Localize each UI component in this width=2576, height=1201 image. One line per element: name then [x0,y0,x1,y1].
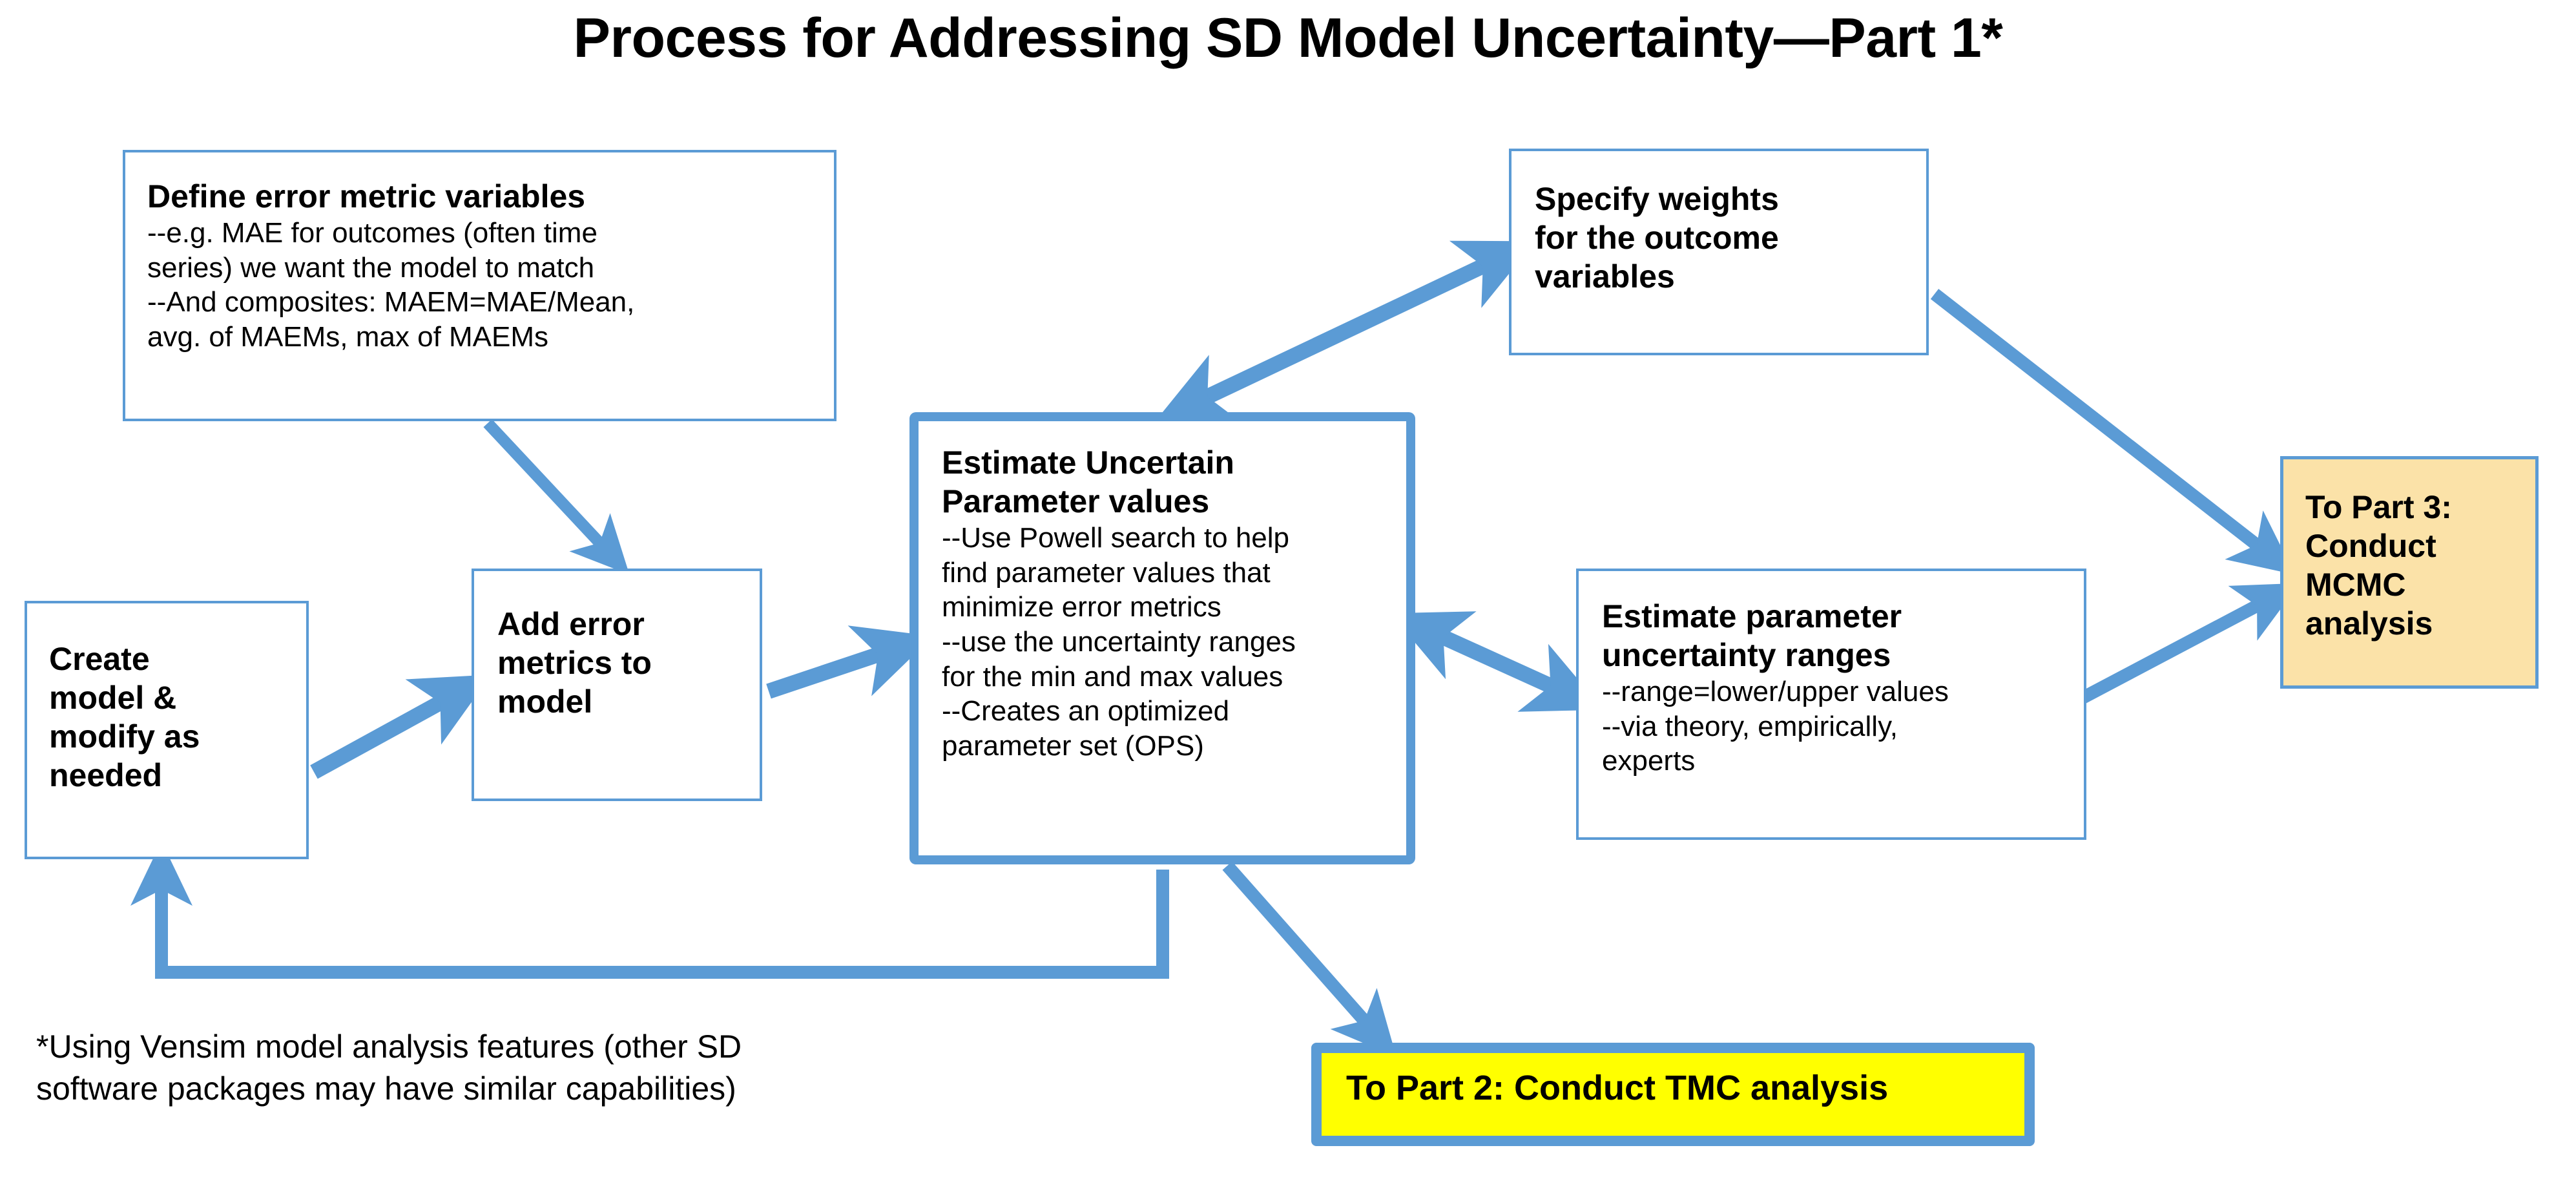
node-line: experts [1602,745,1696,777]
arrow-center-to-part2 [1222,861,1397,1057]
node-line: parameter set (OPS) [942,730,1204,762]
arrow-center-to-weights [1154,240,1536,423]
node-line: --use the uncertainty ranges [942,626,1296,658]
node-define-error-metric-variables[interactable]: Define error metric variables --e.g. MAE… [123,150,836,421]
footnote: *Using Vensim model analysis features (o… [36,1026,1044,1110]
node-heading-line: metrics to [497,645,652,681]
node-line: --Use Powell search to help [942,522,1290,554]
footnote-line: software packages may have similar capab… [36,1070,736,1107]
node-heading-line: Create [49,641,150,677]
node-to-part-2[interactable]: To Part 2: Conduct TMC analysis [1311,1043,2035,1146]
node-heading-line: model & [49,680,177,716]
node-heading-line: Parameter values [942,483,1210,519]
node-heading-line: Estimate parameter [1602,598,1902,634]
node-heading: Define error metric variables [147,178,586,214]
node-heading-line: variables [1535,258,1675,295]
node-line: minimize error metrics [942,591,1221,623]
node-heading-line: modify as [49,718,200,755]
node-line: --Creates an optimized [942,695,1230,727]
footnote-line: *Using Vensim model analysis features (o… [36,1029,742,1065]
node-to-part-3[interactable]: To Part 3: Conduct MCMC analysis [2280,456,2539,689]
node-line: --via theory, empirically, [1602,710,1898,742]
node-line: avg. of MAEMs, max of MAEMs [147,321,549,353]
node-estimate-uncertain-parameters[interactable]: Estimate Uncertain Parameter values --Us… [909,412,1415,864]
node-heading-line: model [497,684,593,720]
node-estimate-parameter-ranges[interactable]: Estimate parameter uncertainty ranges --… [1576,569,2086,840]
node-line: --And composites: MAEM=MAE/Mean, [147,286,635,319]
node-heading-line: for the outcome [1535,220,1779,256]
arrow-center-to-ranges [1390,611,1604,712]
node-heading-line: uncertainty ranges [1602,637,1891,673]
node-heading-line: Estimate Uncertain [942,444,1234,481]
arrow-create-to-add-error [310,674,492,779]
node-heading-line: Conduct [2305,528,2436,564]
node-heading-line: Add error [497,606,645,642]
node-heading-line: To Part 3: [2305,489,2452,525]
page-title: Process for Addressing SD Model Uncertai… [573,7,2003,69]
node-heading-line: Specify weights [1535,181,1779,217]
node-heading-line: needed [49,757,163,793]
node-specify-weights[interactable]: Specify weights for the outcome variable… [1509,149,1929,355]
arrow-add-error-to-center [766,625,933,699]
node-line: --range=lower/upper values [1602,676,1949,707]
node-heading-line: MCMC [2305,567,2406,603]
arrow-weights-to-part3 [1930,289,2295,575]
node-add-error-metrics[interactable]: Add error metrics to model [472,569,762,801]
node-heading: To Part 2: Conduct TMC analysis [1346,1069,1889,1107]
arrow-define-to-add-error [483,419,630,575]
node-line: for the min and max values [942,660,1283,693]
arrow-ranges-to-part3 [2073,583,2300,707]
arrow-center-feedback-to-create [130,841,1169,979]
node-line: find parameter values that [942,556,1271,589]
node-line: --e.g. MAE for outcomes (often time [147,217,597,249]
node-create-model[interactable]: Create model & modify as needed [25,601,309,859]
node-heading-line: analysis [2305,605,2433,642]
node-line: series) we want the model to match [147,251,595,284]
